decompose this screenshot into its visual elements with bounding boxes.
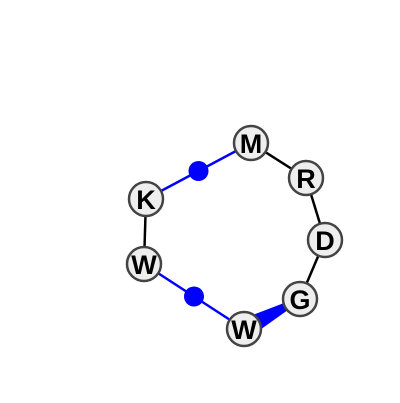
node-label: W	[231, 315, 257, 345]
node-d: D	[306, 221, 344, 259]
node-circle	[232, 124, 270, 162]
nodes-layer: M R DG W W K	[125, 124, 344, 348]
node-r: R	[287, 159, 325, 197]
node-label: R	[296, 164, 316, 194]
node-w2: W	[125, 245, 163, 283]
node-label: D	[315, 226, 335, 256]
node-label: M	[240, 129, 263, 159]
node-k: K	[127, 180, 165, 218]
node-w1: W	[225, 310, 263, 348]
edge-k-m-dot	[188, 161, 209, 181]
node-label: W	[131, 250, 157, 280]
node-circle	[127, 180, 165, 218]
node-circle	[225, 310, 263, 348]
node-circle	[287, 159, 325, 197]
edge-w1-w2-dot	[184, 286, 204, 307]
node-label: G	[289, 285, 310, 315]
node-g: G	[281, 280, 319, 318]
node-circle	[125, 245, 163, 283]
node-circle	[281, 280, 319, 318]
node-circle	[306, 221, 344, 259]
node-label: K	[136, 185, 156, 215]
node-m: M	[232, 124, 270, 162]
